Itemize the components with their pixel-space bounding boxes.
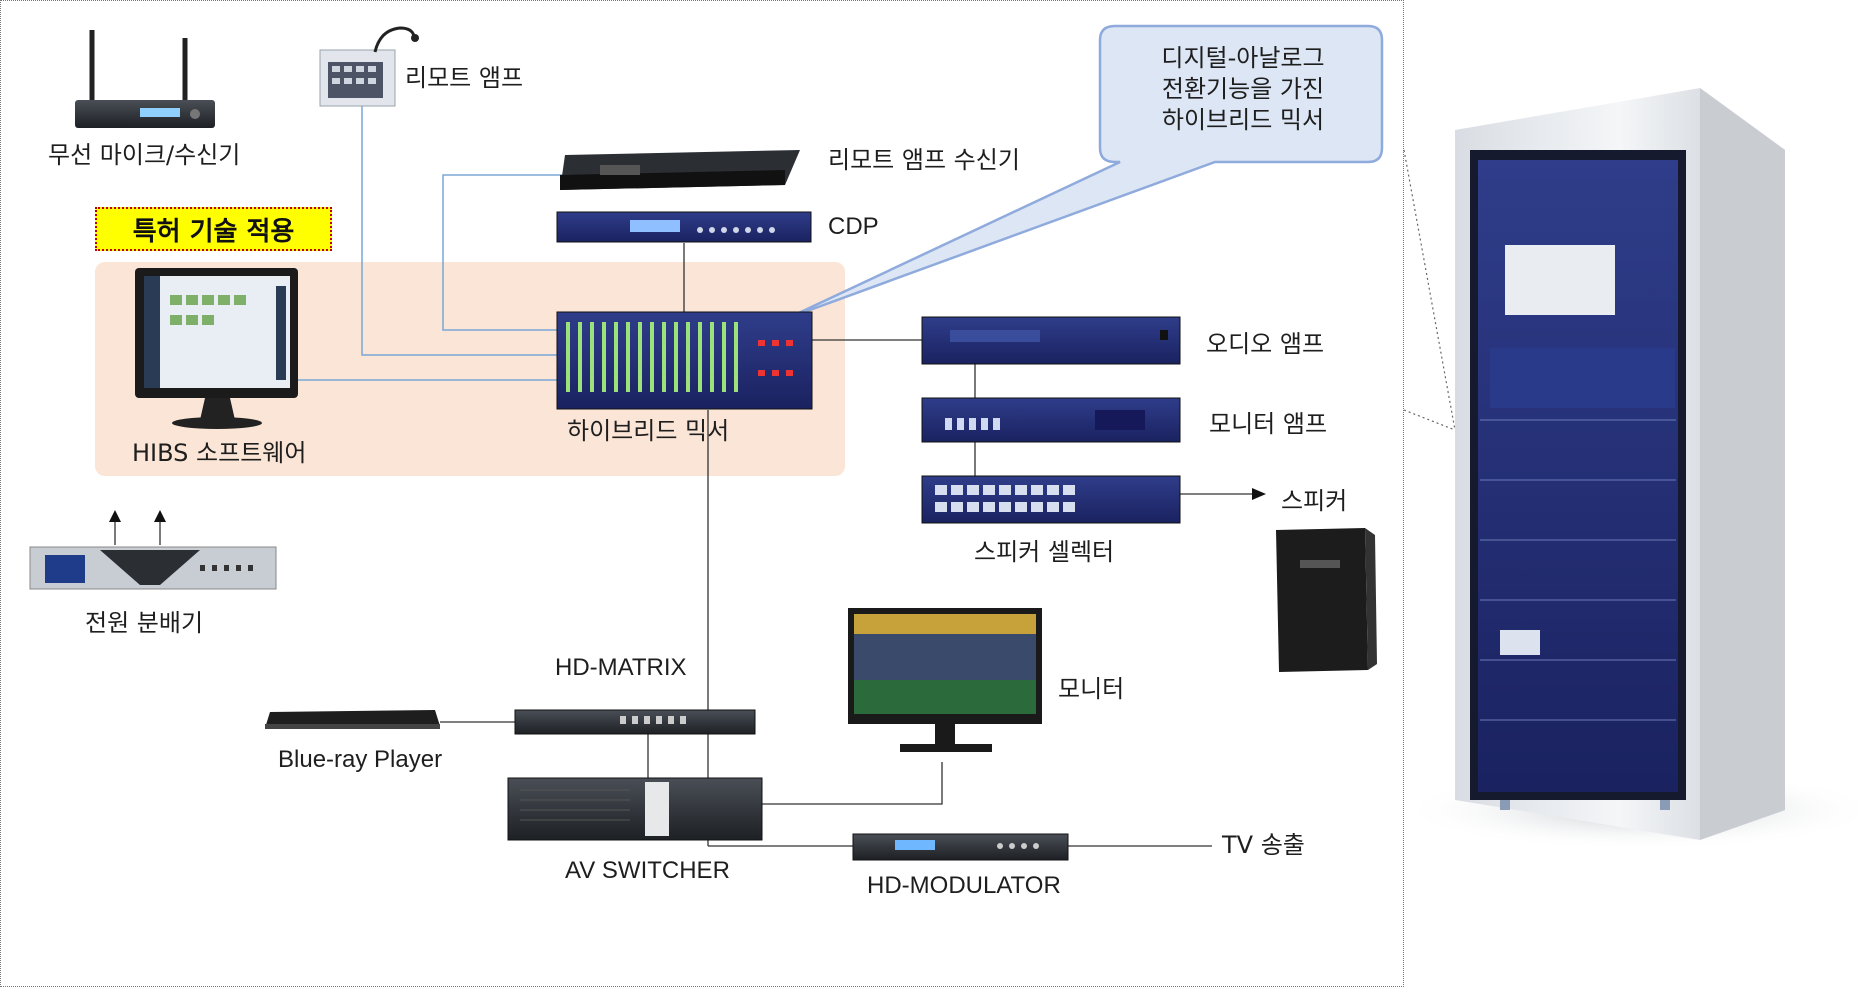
label-remote-amp: 리모트 앰프 — [405, 64, 524, 92]
callout-line-1: 디지털-아날로그 — [1161, 44, 1325, 72]
patent-badge: 특허 기술 적용 — [95, 207, 332, 251]
callout-text: 디지털-아날로그 전환기능을 가진 하이브리드 믹서 — [1103, 43, 1383, 136]
label-monitor-amp: 모니터 앰프 — [1209, 410, 1328, 438]
callout-line-2: 전환기능을 가진 — [1161, 75, 1325, 103]
label-hd-modulator: HD-MODULATOR — [867, 872, 1061, 899]
audio-amp-unit — [921, 316, 1181, 365]
label-hd-matrix: HD-MATRIX — [555, 654, 687, 681]
speaker-cabinet-icon — [1276, 528, 1377, 672]
monitor-unit — [848, 608, 1042, 752]
hd-matrix-unit — [514, 709, 756, 735]
speaker-selector-unit — [921, 475, 1181, 524]
label-remote-amp-receiver: 리모트 앰프 수신기 — [828, 146, 1020, 174]
mixer-icon — [556, 311, 813, 410]
diagram-frame — [0, 0, 1404, 987]
line-switcher-monitor — [762, 762, 943, 805]
connector-lines — [298, 102, 563, 381]
label-monitor: 모니터 — [1058, 675, 1125, 703]
pc-monitor-icon — [135, 268, 298, 429]
hd-modulator-unit — [852, 833, 1069, 861]
av-switcher-unit — [507, 777, 763, 841]
line-remote-amp — [361, 102, 557, 356]
label-hibs-software: HIBS 소프트웨어 — [132, 439, 307, 467]
label-av-switcher: AV SWITCHER — [565, 857, 730, 884]
paging-console-icon — [319, 26, 419, 107]
cdp-unit — [556, 211, 812, 243]
label-tv-out: TV 송출 — [1222, 831, 1305, 859]
line-remote-receiver — [442, 174, 563, 331]
speaker-arrowhead — [1252, 488, 1266, 500]
signal-lines — [109, 243, 1266, 847]
label-speaker: 스피커 — [1281, 487, 1348, 515]
label-cdp: CDP — [828, 213, 879, 240]
label-bluray: Blue-ray Player — [278, 746, 443, 773]
bluray-player-icon — [265, 710, 440, 729]
label-wireless-mic: 무선 마이크/수신기 — [48, 141, 241, 169]
rack-cabinet-icon — [1400, 88, 1859, 850]
rack-unit-icon — [560, 150, 800, 190]
monitor-amp-unit — [921, 397, 1181, 443]
antenna-receiver-icon — [75, 30, 215, 128]
label-speaker-selector: 스피커 셀렉터 — [974, 538, 1115, 566]
label-hybrid-mixer: 하이브리드 믹서 — [567, 417, 730, 445]
zoom-lines — [1403, 149, 1456, 431]
label-power-distributor: 전원 분배기 — [85, 609, 204, 637]
callout-line-3: 하이브리드 믹서 — [1161, 106, 1325, 134]
power-strip-icon — [29, 546, 277, 590]
label-audio-amp: 오디오 앰프 — [1206, 330, 1325, 358]
